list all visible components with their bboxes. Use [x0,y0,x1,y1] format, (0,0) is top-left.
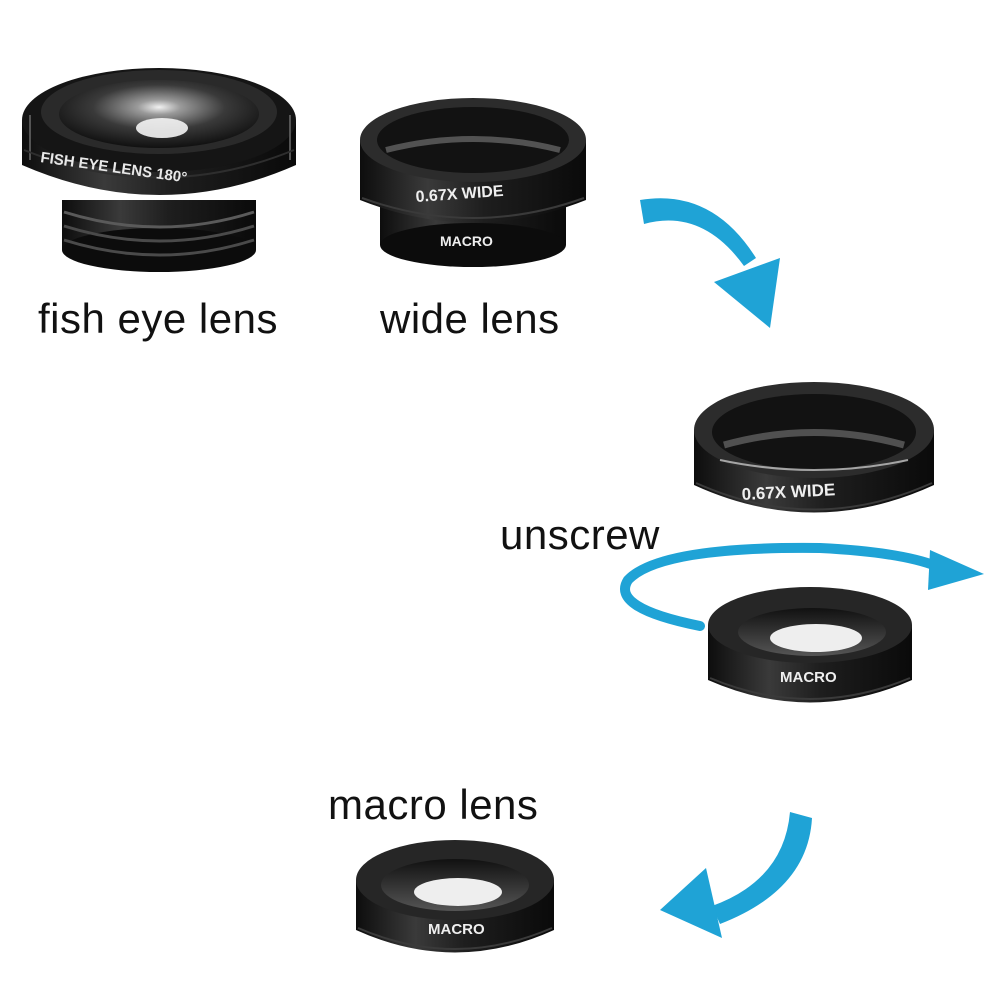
detached-wide-lens: 0.67X WIDE [694,382,934,513]
detached-wide-engraving: 0.67X WIDE [741,480,835,504]
detached-macro-lens: MACRO [708,587,912,703]
wide-lens-macro-engraving: MACRO [440,233,493,249]
curved-arrow-down-right-icon [640,198,780,328]
macro-lens-engraving: MACRO [428,921,485,938]
macro-lens-caption: macro lens [328,781,539,828]
curved-arrow-down-left-icon [660,812,812,938]
wide-lens-engraving: 0.67X WIDE [415,183,504,206]
detached-macro-engraving: MACRO [780,669,837,686]
fish-eye-lens: FISH EYE LENS 180° [22,68,296,272]
rotation-arrow-icon [620,542,984,631]
wide-lens-caption: wide lens [380,295,560,342]
wide-lens: 0.67X WIDE MACRO [360,98,586,267]
unscrew-caption: unscrew [500,511,660,558]
fish-eye-lens-caption: fish eye lens [38,295,278,342]
macro-lens: MACRO [356,840,554,953]
